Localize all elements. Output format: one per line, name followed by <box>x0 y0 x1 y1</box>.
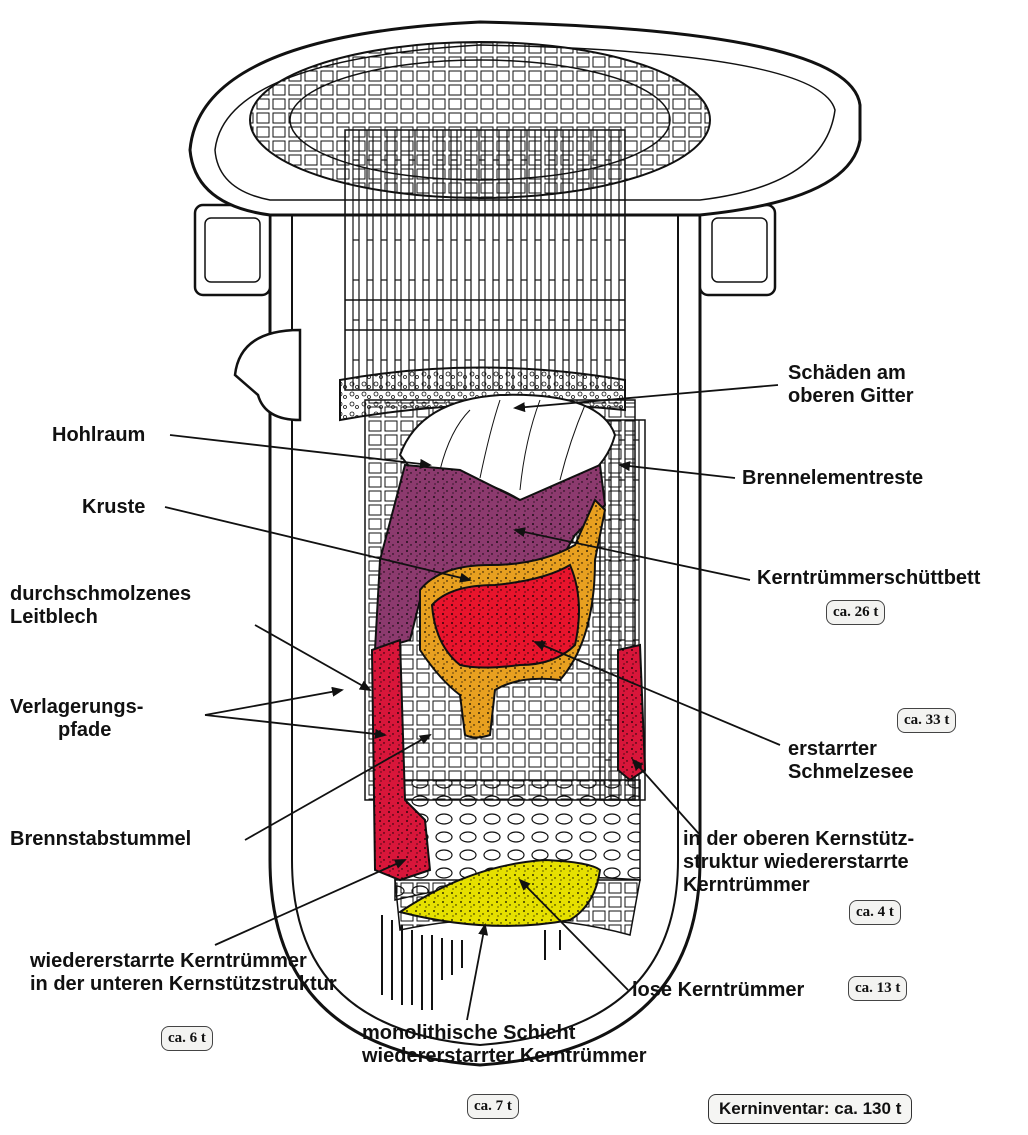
label-line: Kerntrümmer <box>683 874 914 897</box>
label-erstarrter-schmelzesee: erstarrter Schmelzesee <box>788 738 914 784</box>
label-line: Schäden am <box>788 362 914 385</box>
label-kerntruemmerschuettbett: Kerntrümmerschüttbett <box>757 567 980 590</box>
label-line: wiedererstarrter Kerntrümmer <box>362 1045 647 1068</box>
upper-guide-tubes <box>345 130 625 390</box>
core-inventory-badge: Kerninventar: ca. 130 t <box>708 1094 912 1124</box>
label-line: durchschmolzenes <box>10 583 191 606</box>
label-monolithische-schicht: monolithische Schicht wiedererstarrter K… <box>362 1022 647 1068</box>
label-brennelementreste: Brennelementreste <box>742 467 923 490</box>
mass-badge-monolithisch: ca. 7 t <box>467 1094 519 1119</box>
label-durchschmolzenes-leitblech: durchschmolzenes Leitblech <box>10 583 191 629</box>
label-lose-kerntruemmer: lose Kerntrümmer <box>632 979 804 1002</box>
label-untere-kernstuetzstruktur: wiedererstarrte Kerntrümmer in der unter… <box>30 950 337 996</box>
label-line: pfade <box>10 719 143 742</box>
nozzle-left <box>195 205 300 420</box>
label-line: Leitblech <box>10 606 191 629</box>
mass-badge-schmelzesee: ca. 33 t <box>897 708 956 733</box>
label-line: struktur wiedererstarrte <box>683 851 914 874</box>
label-line: monolithische Schicht <box>362 1022 647 1045</box>
label-obere-kernstuetzstruktur: in der oberen Kernstütz- struktur wieder… <box>683 828 914 897</box>
mass-badge-schuettbett: ca. 26 t <box>826 600 885 625</box>
label-line: in der unteren Kernstützstruktur <box>30 973 337 996</box>
mass-badge-untere: ca. 6 t <box>161 1026 213 1051</box>
label-line: erstarrter <box>788 738 914 761</box>
label-kruste: Kruste <box>82 496 145 519</box>
label-hohlraum: Hohlraum <box>52 424 145 447</box>
nozzle-right <box>700 205 775 295</box>
label-line: Verlagerungs- <box>10 696 143 719</box>
label-brennstabstummel: Brennstabstummel <box>10 828 191 851</box>
label-schaeden-am-oberen-gitter: Schäden am oberen Gitter <box>788 362 914 408</box>
mass-badge-lose: ca. 13 t <box>848 976 907 1001</box>
label-line: oberen Gitter <box>788 385 914 408</box>
label-line: wiedererstarrte Kerntrümmer <box>30 950 337 973</box>
label-line: in der oberen Kernstütz- <box>683 828 914 851</box>
label-line: Schmelzesee <box>788 761 914 784</box>
mass-badge-obere: ca. 4 t <box>849 900 901 925</box>
label-verlagerungspfade: Verlagerungs- pfade <box>10 696 143 742</box>
